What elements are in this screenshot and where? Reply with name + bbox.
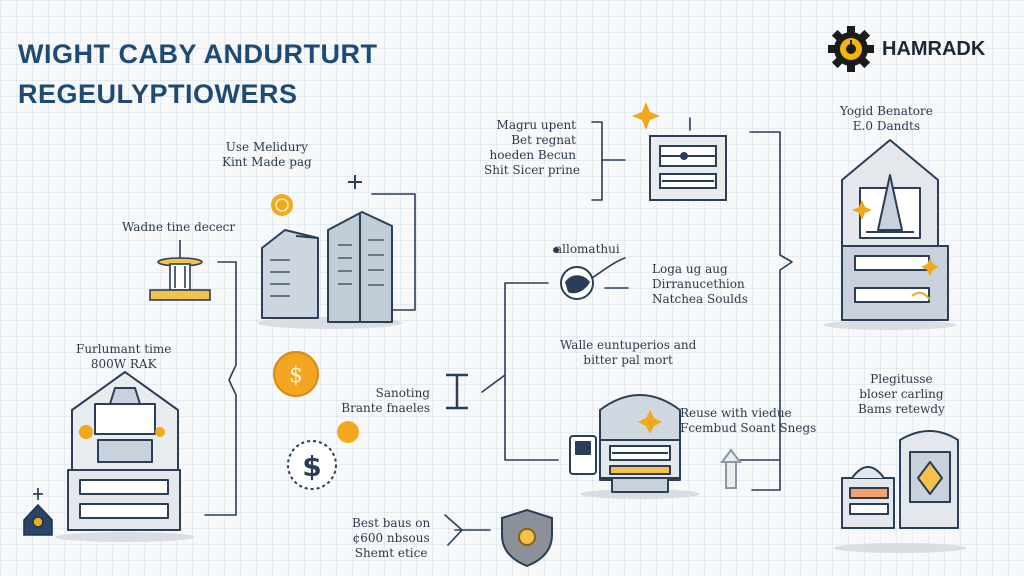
label-line: Furlumant time [76,342,172,356]
cabinet-illustration [834,430,966,553]
label-reuse: Reuse with viedue Fcembud Soant Snegs [680,406,816,436]
svg-text:$: $ [302,450,321,483]
label-line: Sanoting [375,386,430,400]
svg-text:$: $ [289,363,303,388]
sparkle-icon-pagoda [852,200,939,276]
label-plegitusse: Plegitusse bloser carling Bams retewdy [858,372,945,417]
podium-illustration [149,240,211,301]
label-line: Use Melidury [225,140,308,154]
connector-left [204,261,237,516]
label-made-pag: Use Melidury Kint Made pag [222,140,312,170]
connector-right [749,131,793,491]
temple-illustration [55,371,195,542]
label-line: Best baus on [352,516,431,530]
label-line: Walle euntuperios and [560,338,697,352]
lamp-post-icon [720,448,742,489]
label-line: allomathui [555,242,620,256]
label-magru: Magru upent Bet regnat hoeden Becun Shit… [484,118,580,178]
label-line: Bams retewdy [858,402,945,416]
connector-server-brace [591,121,603,201]
label-line: bloser carling [859,387,944,401]
label-line: Kint Made pag [222,155,312,169]
label-line: Magru upent [496,118,576,132]
label-line: Brante fnaeles [341,401,430,415]
label-line: Shit Sicer prine [484,163,580,177]
globe-icon [553,247,594,300]
vault-illustration [569,394,700,499]
badge-shield-icon [501,508,553,568]
label-line: Yogid Benatore [840,104,933,118]
label-line: E.0 Dandts [852,119,920,133]
label-line: Reuse with viedue [680,406,792,420]
pagoda-illustration [824,139,956,330]
label-loga: Loga ug aug Dirranucethion Natchea Sould… [652,262,748,307]
server-panel-illustration [649,135,727,201]
label-line: Shemt etice [354,546,428,560]
buildings-illustration [258,211,402,329]
label-line: bitter pal mort [583,353,673,367]
page-title: WIGHT CABY ANDURTURT REGEULYPTIOWERS [18,34,377,114]
connector-middle [481,282,549,393]
spool-icon [446,373,468,410]
label-line: Fcembud Soant Snegs [680,421,817,435]
brand-name: HAMRADK [882,37,986,60]
label-sanoting: Sanoting Brante fnaeles [334,386,430,416]
label-line: Wadne tine dececr [122,220,236,234]
sparkle-icon-top [632,102,660,130]
brand-logo: HAMRADK [826,24,985,74]
title-line-1: WIGHT CABY ANDURTURT [18,39,378,69]
sparkle-icon-vault [638,410,662,434]
label-line: Dirranucethion [652,277,745,291]
label-line: Plegitusse [870,372,933,386]
label-line: Bet regnat [511,133,576,147]
label-line: hoeden Becun [489,148,576,162]
label-wadne: Wadne tine dececr [122,220,235,235]
connector-buildings [371,193,416,311]
label-line: Natchea Soulds [652,292,748,306]
label-line: 800W RAK [90,357,157,371]
church-shield-icon [23,488,53,536]
label-walle: Walle euntuperios and bitter pal mort [560,338,696,368]
label-furlum: Furlumant time 800W RAK [76,342,171,372]
coin-small-icon [271,194,293,216]
gear-logo-icon [828,26,874,72]
label-line: Loga ug aug [652,262,728,276]
label-best: Best baus on ¢600 nbsous Shemt etice [352,516,430,561]
plus-icon [348,175,362,189]
coin-icon: $ [273,351,319,397]
label-yogid: Yogid Benatore E.0 Dandts [840,104,933,134]
label-allomathui: allomathui [555,242,620,257]
title-line-2: REGEULYPTIOWERS [18,79,298,109]
dollar-icon: $ [287,421,359,490]
label-line: ¢600 nbsous [352,531,430,545]
